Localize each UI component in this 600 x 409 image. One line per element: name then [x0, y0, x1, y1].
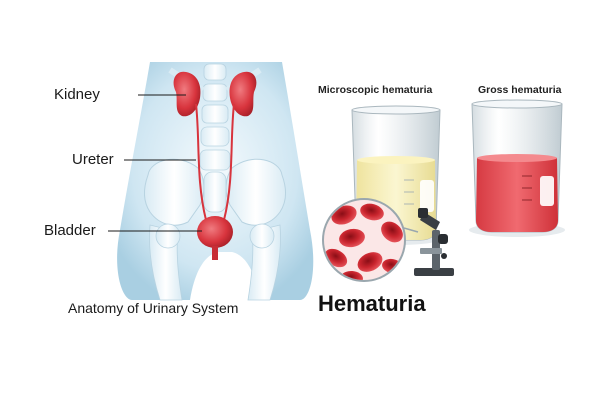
magnified-blood-cells	[322, 198, 419, 282]
right-kidney	[229, 71, 257, 117]
urinary-organs	[173, 71, 257, 260]
microscope-icon	[414, 208, 454, 276]
left-kidney	[173, 71, 201, 117]
anatomy-caption: Anatomy of Urinary System	[68, 300, 239, 316]
microscopic-hematuria-label: Microscopic hematuria	[318, 84, 433, 96]
bladder-label: Bladder	[44, 222, 96, 239]
red-urine	[476, 158, 558, 232]
gross-beaker	[469, 99, 565, 237]
label-leaders	[108, 94, 202, 232]
right-ureter	[223, 103, 235, 221]
page-title: Hematuria	[318, 291, 426, 316]
bladder-organ	[197, 216, 233, 248]
kidney-label: Kidney	[54, 86, 100, 103]
ureter-label: Ureter	[72, 151, 114, 168]
left-ureter	[195, 103, 207, 221]
gross-hematuria-label: Gross hematuria	[478, 84, 562, 96]
torso-figure	[117, 62, 314, 301]
